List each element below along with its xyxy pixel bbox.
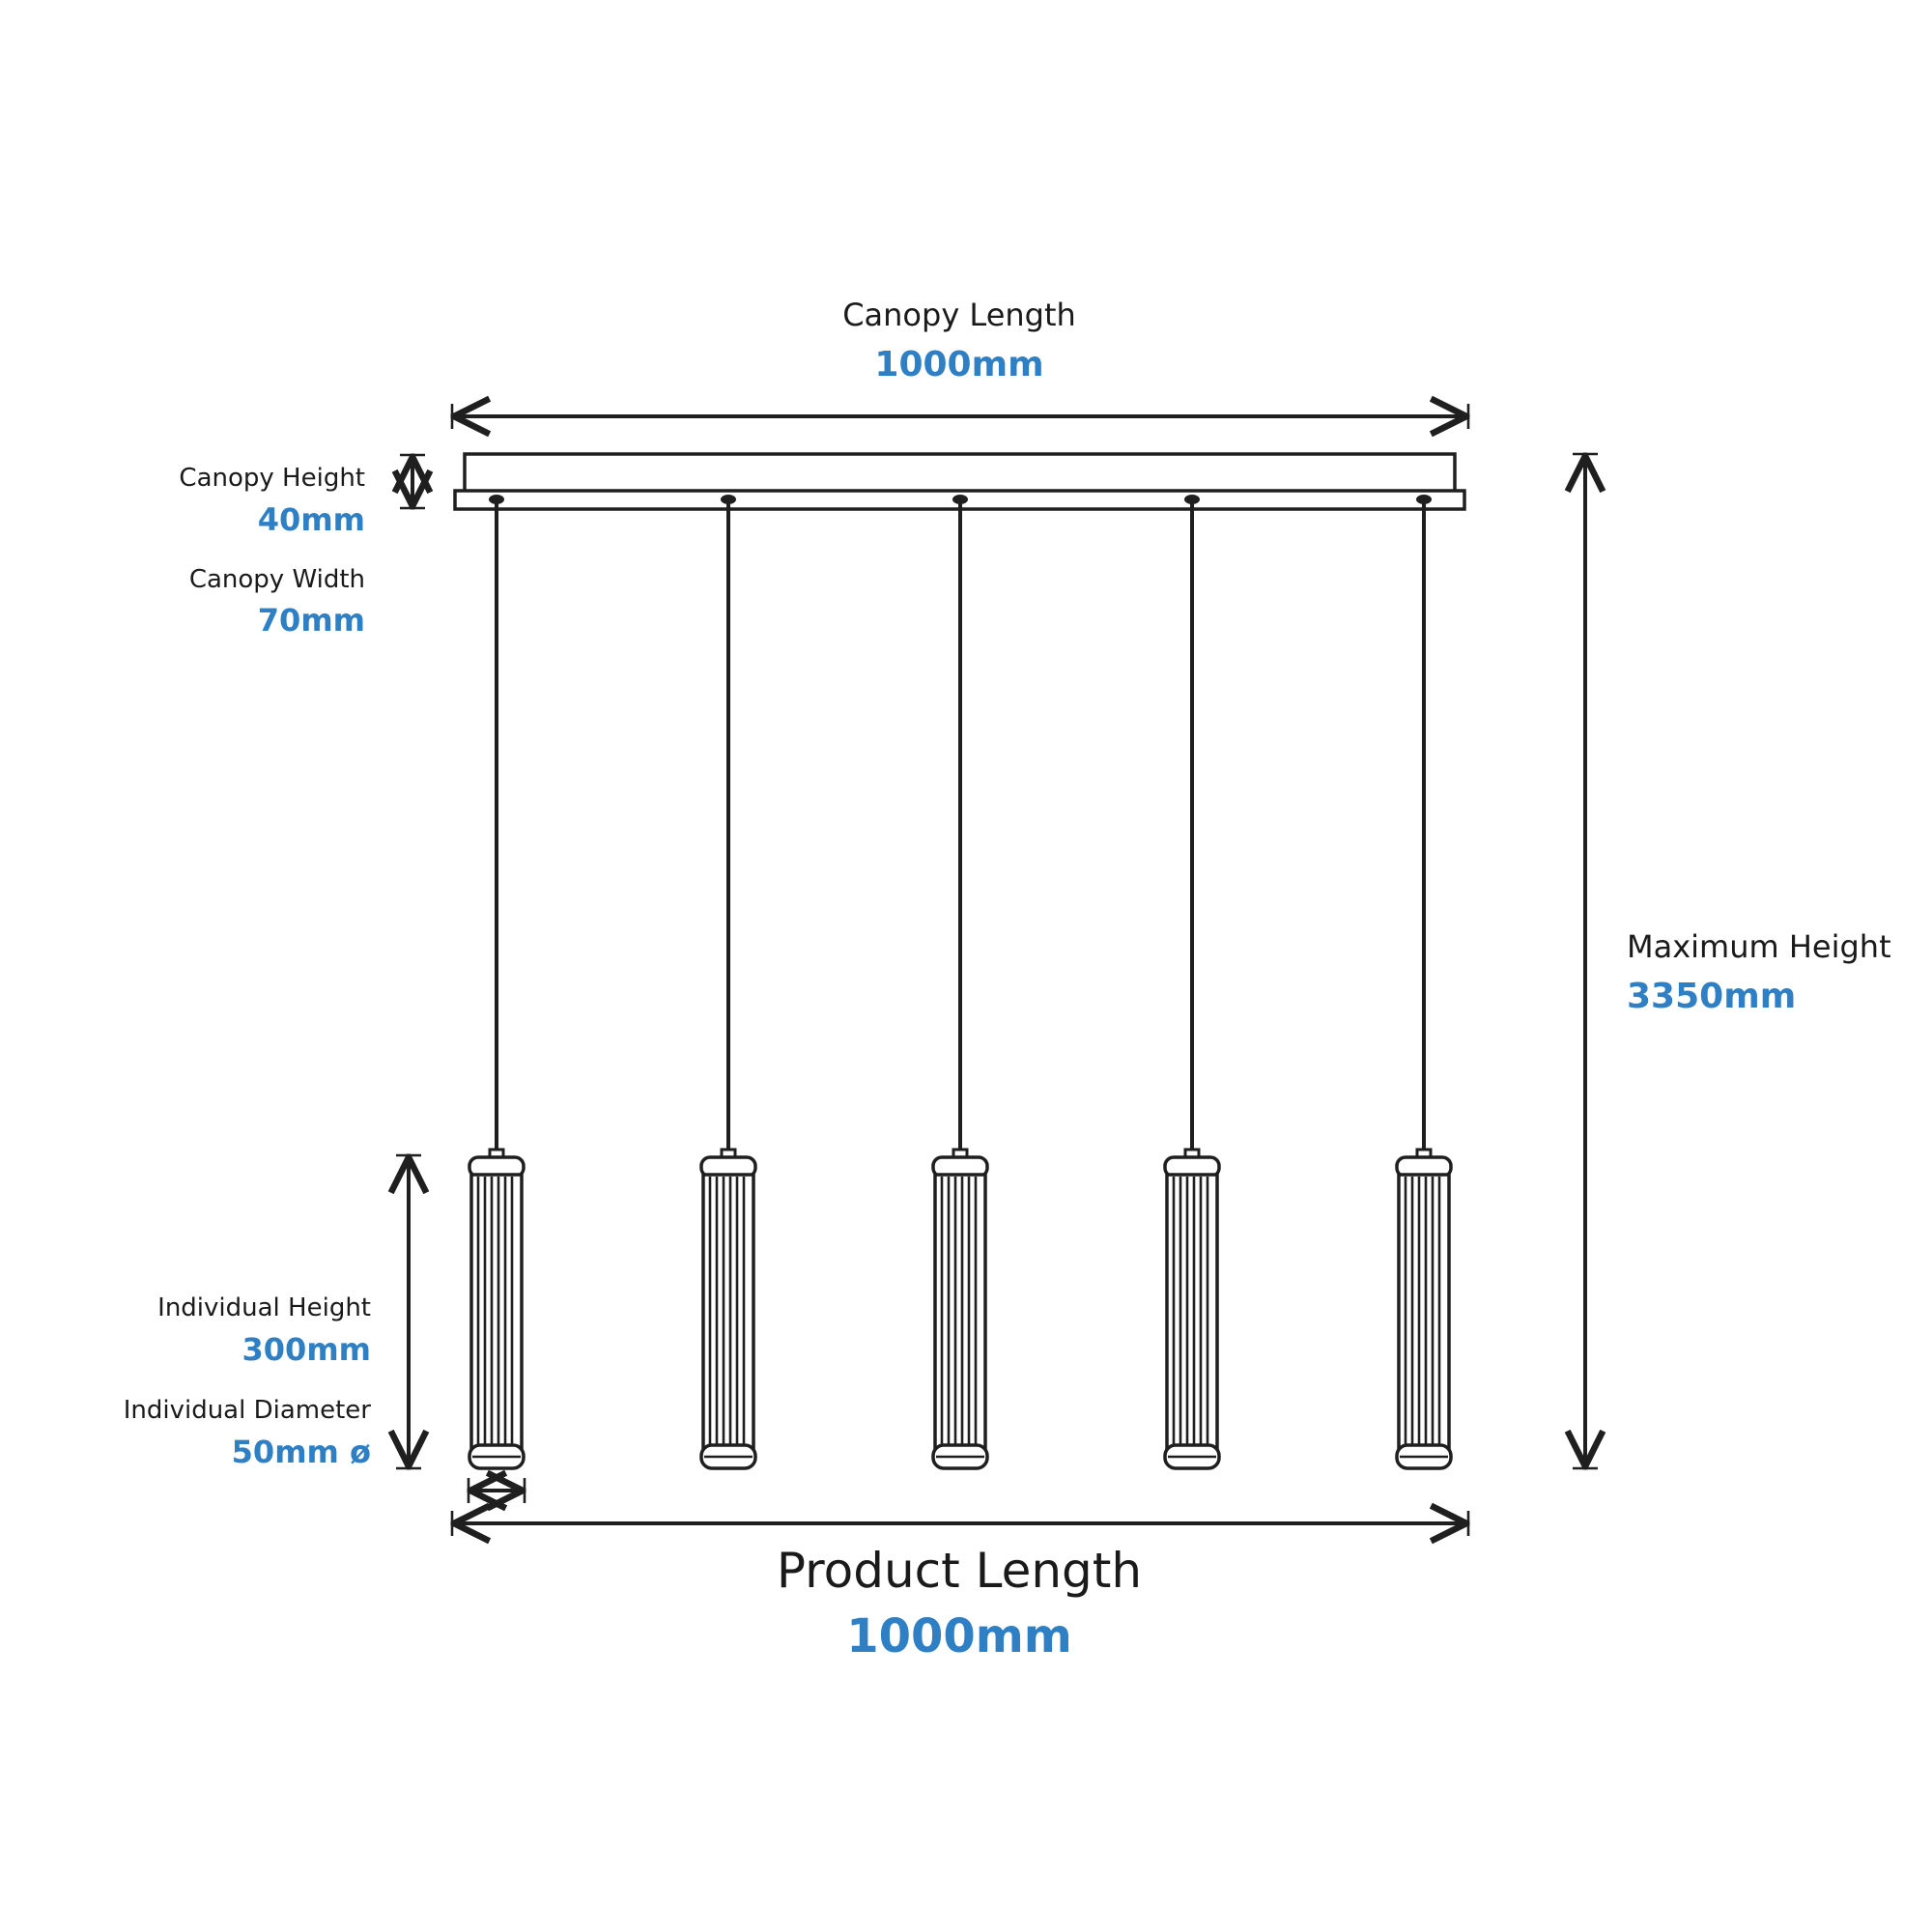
cable-mount [1184,495,1200,504]
cable-mount [721,495,736,504]
pendant-body [701,1173,755,1451]
canopy-length-value: 1000mm [874,345,1043,384]
pendant-5 [1395,495,1453,1470]
canopy-height-dimension [400,455,425,508]
individual-height-value: 300mm [242,1331,371,1368]
pendant-3 [931,495,989,1470]
individual-diameter-value: 50mm ø [232,1434,371,1470]
pendant-body [933,1173,987,1451]
canopy-length-label: Canopy Length [842,297,1076,333]
canopy-width-label: Canopy Width [189,565,365,594]
product-length-label: Product Length [777,1543,1142,1599]
cable-mount [952,495,968,504]
pendant-1 [468,495,526,1470]
canopy-height-value: 40mm [258,501,365,538]
pendant-2 [699,495,757,1470]
cable-mount [1416,495,1432,504]
canopy-length-dimension [452,404,1468,429]
pendant-4 [1163,495,1221,1470]
maximum-height-label: Maximum Height [1627,928,1891,965]
canopy [453,452,1466,511]
individual-height-label: Individual Height [157,1293,371,1322]
pendants [468,495,1453,1470]
canopy-height-label: Canopy Height [179,464,365,493]
canopy-top [463,452,1457,494]
pendant-body [1165,1173,1219,1451]
individual-diameter-label: Individual Diameter [124,1396,372,1425]
maximum-height-value: 3350mm [1627,977,1796,1016]
individual-diameter-dimension [469,1478,525,1503]
pendant-body [469,1173,524,1451]
canopy-width-value: 70mm [258,602,365,639]
maximum-height-dimension [1573,454,1598,1468]
cable-mount [489,495,504,504]
individual-height-dimension [396,1155,421,1468]
product-length-dimension [452,1511,1468,1536]
product-length-value: 1000mm [846,1609,1072,1663]
